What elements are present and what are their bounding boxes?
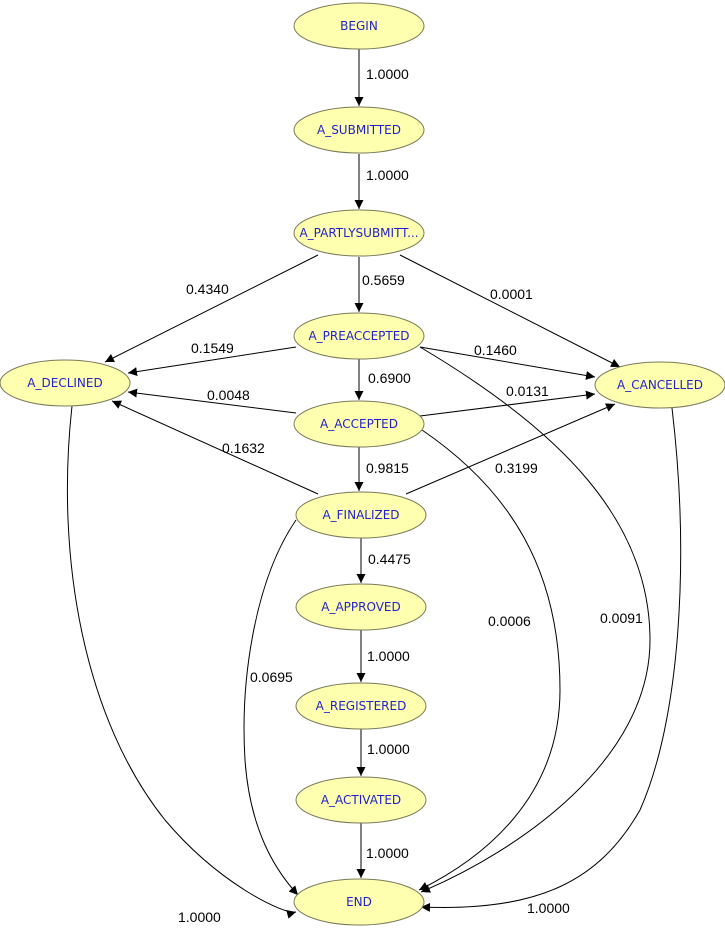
edge-cancelled-to-end: 1.0000 [420,407,682,916]
node-partly[interactable]: A_PARTLYSUBMITT... [293,209,425,257]
edge-arrow [405,403,616,495]
node-submitted[interactable]: A_SUBMITTED [293,106,425,154]
edge-arrow [418,429,561,891]
edge-arrow [420,407,682,912]
node-label: A_CANCELLED [617,378,703,392]
node-activated[interactable]: A_ACTIVATED [295,776,427,824]
edge-label: 0.0001 [490,286,533,302]
edge-arrow [127,388,297,414]
node-preaccepted[interactable]: A_PREACCEPTED [293,312,425,360]
node-label: END [346,895,372,909]
edge-accepted-to-declined: 0.0048 [127,387,297,414]
edge-arrow [243,519,299,896]
edge-begin-to-submitted: 1.0000 [354,49,409,106]
node-ellipse [295,682,427,730]
edge-label: 0.0131 [506,383,549,399]
edge-preaccepted-to-declined: 0.1549 [127,340,297,377]
node-label: A_DECLINED [27,376,102,390]
edge-label: 0.0048 [207,387,250,403]
node-ellipse [295,491,427,539]
node-ellipse [293,312,425,360]
node-ellipse [594,361,725,409]
node-label: A_PREACCEPTED [308,329,409,343]
edge-accepted-to-end: 0.0006 [418,429,561,891]
edge-label: 1.0000 [367,741,410,757]
edge-submitted-to-partly: 1.0000 [354,154,409,209]
edge-finalized-to-declined: 0.1632 [111,400,319,495]
node-begin[interactable]: BEGIN [293,2,425,50]
edge-label: 0.0006 [488,613,531,629]
edge-finalized-to-end: 0.0695 [243,519,299,896]
node-ellipse [293,2,425,50]
node-label: BEGIN [340,19,378,33]
edge-preaccepted-to-cancelled: 0.1460 [419,342,596,380]
edge-arrow [399,254,621,368]
edge-label: 0.1460 [474,342,517,358]
edge-partly-to-declined: 0.4340 [104,254,319,363]
edge-label: 0.1549 [191,340,234,356]
node-approved[interactable]: A_APPROVED [295,583,427,631]
edge-preaccepted-to-end: 0.0091 [419,346,651,893]
node-ellipse [295,583,427,631]
edge-label: 1.0000 [367,648,410,664]
edge-accepted-to-cancelled: 0.0131 [419,383,596,417]
edge-preaccepted-to-accepted: 0.6900 [354,359,411,400]
node-label: A_SUBMITTED [317,123,401,137]
edge-arrow [419,390,596,417]
edge-partly-to-preaccepted: 0.5659 [354,257,405,312]
edge-label: 1.0000 [366,66,409,82]
edge-label: 0.6900 [368,370,411,386]
node-ellipse [293,209,425,257]
node-ellipse [295,776,427,824]
edge-arrow [66,405,297,919]
edge-arrow [419,346,651,893]
node-declined[interactable]: A_DECLINED [0,359,131,407]
node-ellipse [293,400,425,448]
edge-label: 0.0091 [600,610,643,626]
edge-label: 0.3199 [495,460,538,476]
node-ellipse [293,878,425,926]
edge-arrow [111,400,319,495]
edge-label: 0.9815 [366,460,409,476]
node-ellipse [0,359,131,407]
edge-partly-to-cancelled: 0.0001 [399,254,621,368]
edge-arrow [127,346,297,377]
node-label: A_PARTLYSUBMITT... [299,226,418,240]
node-registered[interactable]: A_REGISTERED [295,682,427,730]
edge-finalized-to-cancelled: 0.3199 [405,403,616,495]
node-finalized[interactable]: A_FINALIZED [295,491,427,539]
node-accepted[interactable]: A_ACCEPTED [293,400,425,448]
edge-label: 1.0000 [366,845,409,861]
edge-finalized-to-approved: 0.4475 [356,538,411,583]
node-ellipse [293,106,425,154]
edges: 1.0000 1.0000 0.4340 0.5659 0.0001 0.1549 0.14… [66,49,682,925]
edge-arrow [419,346,596,380]
edge-arrow [104,254,319,363]
edge-accepted-to-finalized: 0.9815 [354,447,409,491]
edge-label: 1.0000 [178,909,221,925]
node-cancelled[interactable]: A_CANCELLED [594,361,725,409]
edge-registered-to-activated: 1.0000 [356,729,410,776]
edge-label: 0.5659 [362,272,405,288]
edge-label: 0.4340 [186,281,229,297]
edge-declined-to-end: 1.0000 [66,405,297,925]
edge-label: 0.4475 [368,551,411,567]
node-end[interactable]: END [293,878,425,926]
edge-activated-to-end: 1.0000 [356,823,409,878]
edge-label: 0.0695 [250,669,293,685]
node-label: A_REGISTERED [316,699,407,713]
node-label: A_APPROVED [321,600,401,614]
node-label: A_ACTIVATED [321,793,401,807]
edge-label: 1.0000 [366,167,409,183]
edge-approved-to-registered: 1.0000 [356,630,410,682]
node-label: A_ACCEPTED [320,417,398,431]
node-label: A_FINALIZED [322,508,399,522]
edge-label: 1.0000 [527,900,570,916]
edge-label: 0.1632 [222,440,265,456]
